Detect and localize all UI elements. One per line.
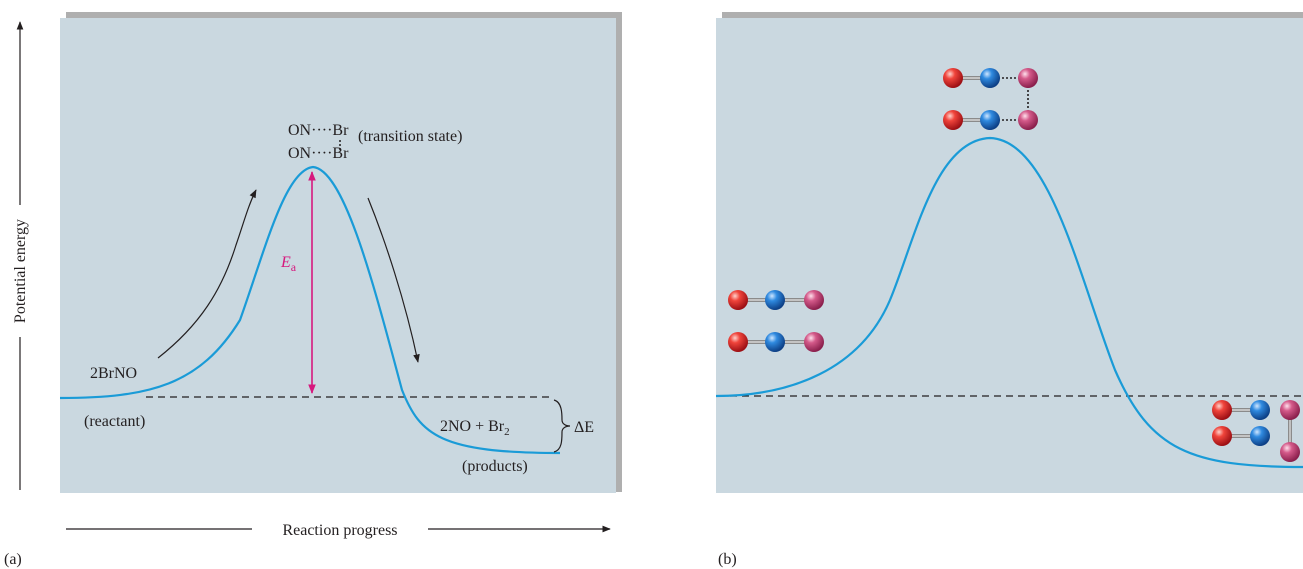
panel-b-background [716, 18, 1303, 493]
energy-curve-a [59, 165, 561, 455]
atom-br [804, 332, 824, 352]
delta-e-brace [553, 399, 571, 453]
reactant-label: (reactant) [84, 413, 145, 430]
panel-a-background [60, 18, 616, 493]
ea-label: Ea [280, 254, 297, 274]
atom-n [1250, 400, 1270, 420]
atom-n [1250, 426, 1270, 446]
ts-vertical-dots [339, 140, 341, 150]
atom-br [1280, 442, 1300, 462]
y-axis-label-mask [10, 205, 30, 337]
atom-br [1018, 110, 1038, 130]
uphill-arrow [157, 189, 257, 359]
atom-o [943, 68, 963, 88]
atom-o [1212, 400, 1232, 420]
panel-a: Ea ON····Br ON····Br (transition state) … [4, 12, 622, 568]
atom-br [1280, 400, 1300, 420]
transition-state-line1: ON····Br [288, 122, 349, 139]
energy-curve-b [715, 136, 1303, 469]
atom-n [980, 110, 1000, 130]
atom-n [980, 68, 1000, 88]
atom-o [943, 110, 963, 130]
reactant-molecule-2 [728, 332, 824, 352]
transition-state-label: (transition state) [358, 128, 462, 145]
reactant-formula: 2BrNO [90, 365, 137, 382]
downhill-arrow [367, 197, 420, 363]
y-axis-label: Potential energy [12, 219, 29, 323]
transition-state-complex [943, 68, 1038, 130]
products-formula: 2NO + Br2 [440, 418, 510, 438]
x-axis-label-mask [252, 518, 428, 540]
panel-b: (b) [715, 12, 1303, 568]
panel-b-label: (b) [718, 551, 737, 568]
atom-n [765, 332, 785, 352]
product-molecules [1212, 400, 1300, 462]
atom-o [728, 290, 748, 310]
atom-br [1018, 68, 1038, 88]
atom-o [728, 332, 748, 352]
transition-state-line2: ON····Br [288, 145, 349, 162]
x-axis-label: Reaction progress [282, 522, 397, 539]
atom-n [765, 290, 785, 310]
reactant-molecule-1 [728, 290, 824, 310]
delta-e-label: ΔE [574, 419, 594, 436]
atom-o [1212, 426, 1232, 446]
atom-br [804, 290, 824, 310]
panel-a-label: (a) [4, 551, 22, 568]
products-label: (products) [462, 458, 528, 475]
